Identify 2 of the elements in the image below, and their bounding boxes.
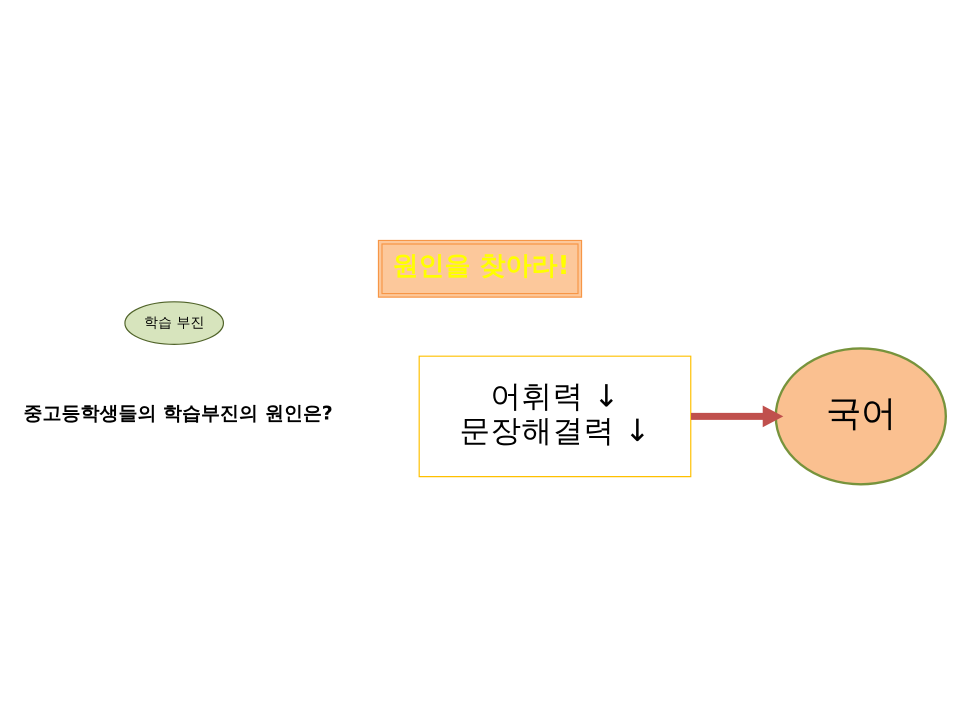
label: 중고등학생들의 학습부진의 원인은? bbox=[24, 402, 333, 425]
diagram-title: 원인을 찾아라! bbox=[392, 251, 570, 282]
